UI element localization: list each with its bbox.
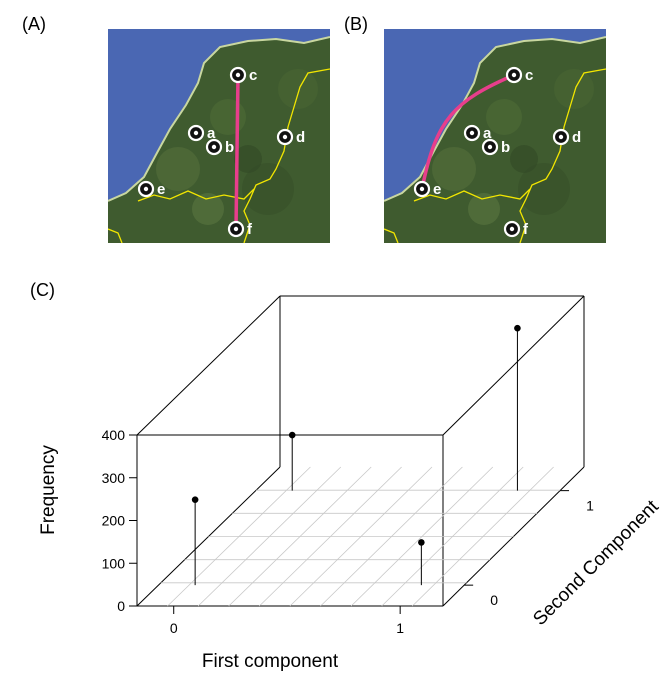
- map-marker-label: e: [433, 181, 441, 198]
- x-axis-title: First component: [202, 651, 339, 672]
- map-marker-label: e: [157, 181, 165, 198]
- map-image: ab c d e f: [108, 29, 330, 243]
- y-axis-title: Second Component: [529, 496, 663, 630]
- x-tick-label: 1: [396, 620, 404, 636]
- y-tick-label: 1: [586, 498, 594, 514]
- map-marker-d: d: [552, 128, 581, 146]
- z-tick-label: 300: [102, 470, 126, 486]
- panel-label-c: (C): [30, 280, 55, 300]
- route-line: [420, 73, 515, 190]
- map-marker-c: c: [229, 66, 257, 84]
- z-tick-label: 200: [102, 513, 126, 529]
- map-marker-a: a: [463, 124, 492, 142]
- z-tick-label: 0: [117, 598, 125, 614]
- panel-label-a: (A): [22, 14, 46, 34]
- sea-area: [384, 29, 606, 201]
- map-marker-label: d: [572, 129, 581, 146]
- map-marker-e: e: [413, 180, 441, 198]
- map-marker-label: d: [296, 129, 305, 146]
- map-marker-label: a: [483, 125, 492, 142]
- z-axis-title: Frequency: [38, 445, 59, 535]
- map-marker-c: c: [505, 66, 533, 84]
- map-marker-a: a: [187, 124, 216, 142]
- data-point-2: [418, 539, 425, 546]
- map-marker-d: d: [276, 128, 305, 146]
- map-marker-b: b: [205, 138, 234, 156]
- map-marker-label: c: [525, 67, 533, 84]
- x-tick-label: 0: [170, 620, 178, 636]
- map-marker-label: b: [501, 139, 510, 156]
- map-image: ab c d e f: [384, 29, 606, 243]
- map-marker-label: a: [207, 125, 216, 142]
- data-point-3: [514, 324, 521, 332]
- data-point-1: [288, 431, 296, 439]
- panel-label-b: (B): [344, 14, 368, 34]
- map-marker-label: c: [249, 67, 257, 84]
- map-marker-f: f: [227, 220, 253, 238]
- map-marker-e: e: [137, 180, 165, 198]
- data-stems: [191, 324, 521, 586]
- floor-grid: [160, 466, 561, 607]
- z-tick-label: 400: [102, 427, 126, 443]
- route-line: [234, 74, 240, 230]
- map-marker-label: f: [523, 221, 529, 238]
- map-marker-label: b: [225, 139, 234, 156]
- data-point-0: [191, 496, 199, 503]
- map-marker-label: f: [247, 221, 253, 238]
- map-marker-b: b: [481, 138, 510, 156]
- axis-ticks: 0 100 200 300 400 0 1 0 1: [102, 427, 594, 636]
- z-tick-label: 100: [102, 555, 126, 571]
- y-tick-label: 0: [490, 592, 498, 608]
- sea-area: [108, 29, 330, 201]
- map-marker-f: f: [503, 220, 529, 238]
